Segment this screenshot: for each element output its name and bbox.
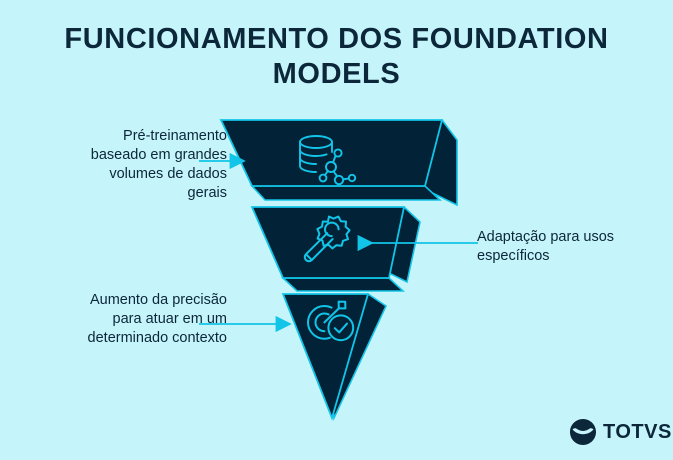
target-check-icon bbox=[307, 300, 355, 342]
totvs-circle-wave-icon bbox=[570, 419, 596, 445]
gear-wrench-icon bbox=[303, 215, 351, 263]
database-network-icon bbox=[299, 135, 357, 186]
page-title: FUNCIONAMENTO DOS FOUNDATION MODELS bbox=[64, 23, 609, 90]
callout-label-precision: Aumento da precisão para atuar em um det… bbox=[87, 292, 227, 346]
callout-label-pretraining: Pré-treinamento baseado em grandes volum… bbox=[90, 128, 227, 201]
stage-1-face bbox=[219, 119, 444, 187]
stage-1-bottom-lip bbox=[250, 185, 443, 201]
logo-wordmark: TOTVS bbox=[603, 420, 672, 443]
callout-label-adaptation: Adaptação para usos específicos bbox=[477, 229, 615, 264]
funnel-stage-2[interactable] bbox=[250, 206, 421, 292]
funnel-stage-3[interactable] bbox=[281, 292, 388, 421]
funnel-stage-1[interactable] bbox=[219, 119, 458, 207]
totvs-logo: TOTVS bbox=[570, 419, 672, 445]
stage-2-bottom-lip bbox=[280, 277, 406, 292]
